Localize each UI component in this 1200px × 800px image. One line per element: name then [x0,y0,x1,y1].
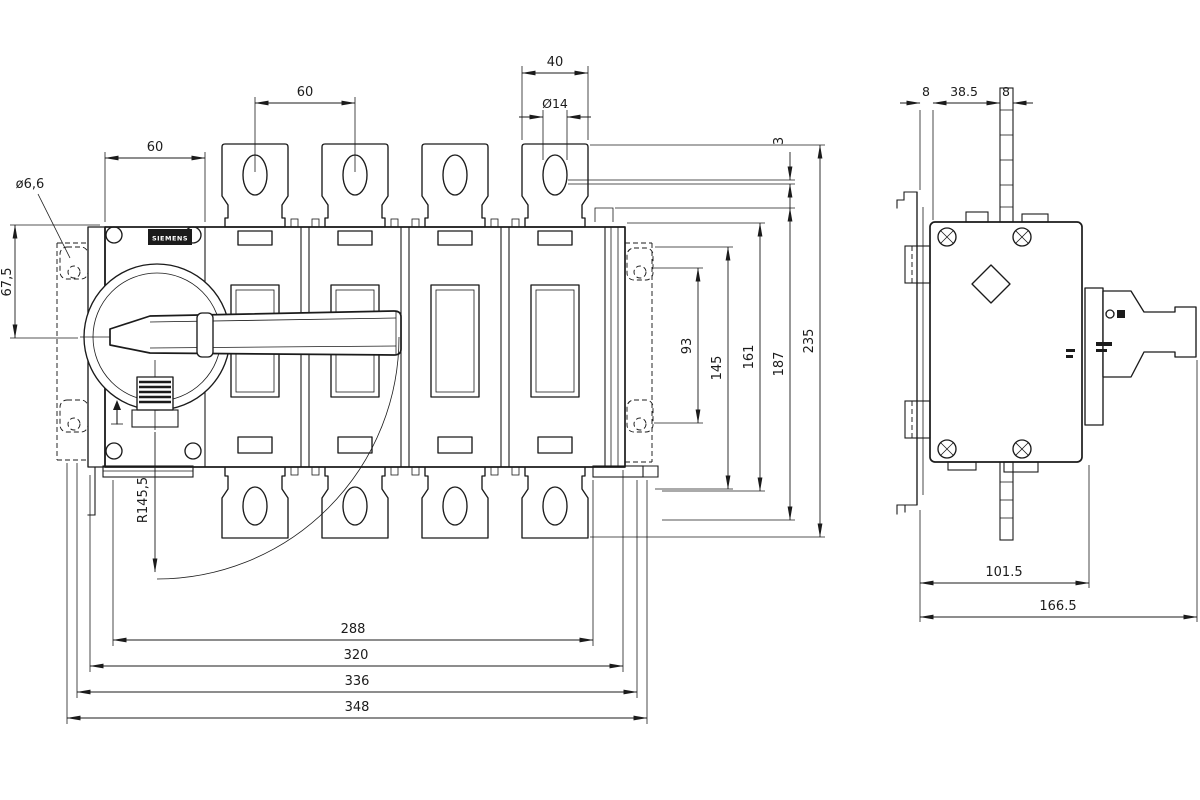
screw-icon [937,439,957,459]
dim-336: 336 [345,674,370,689]
dim-slot-dia: ø6,6 [16,177,45,192]
dim-38-5: 38.5 [950,84,978,99]
dim-8-left: 8 [922,84,930,99]
handle-base-plate [1084,287,1104,426]
lug-hole [242,486,268,526]
dim-101-5: 101.5 [985,565,1022,580]
mounting-slot [59,399,89,433]
side-edge-tabs [947,211,1049,473]
right-mounting-bracket [592,242,659,478]
terminal-lug [321,143,389,228]
handle-lever [109,310,402,356]
handle-swing: R145,5 [136,336,400,580]
side-screws [937,227,1032,459]
padlock-icon [1105,309,1115,319]
side-dimensions: 8 38.5 8 101.5 166.5 [900,84,1198,622]
lug-hole [342,486,368,526]
terminal-lug [521,143,589,228]
position-mark [1066,349,1075,352]
position-mark [1096,349,1107,352]
handle-grip [1102,290,1197,378]
dim-pole-pitch: 60 [297,85,314,100]
side-view: 8 38.5 8 101.5 166.5 [896,84,1198,622]
dim-mech-width: 60 [147,140,164,155]
terminal-lugs-bottom [221,467,589,539]
padlock-icon [1117,310,1125,318]
lug-hole [442,154,468,196]
screw-icon [1012,227,1032,247]
side-left-tabs [904,245,931,439]
lever-pivot-cap [196,312,214,358]
dim-145: 145 [710,356,725,381]
dim-hole-dia: Ø14 [542,96,568,111]
dim-235: 235 [802,329,817,354]
dim-320: 320 [344,648,369,663]
operating-mechanism: SIEMENS [80,226,402,460]
latch-stripes [139,380,171,404]
dim-lug-width: 40 [547,55,564,70]
terminal-lug [321,467,389,539]
terminal-lug [221,467,289,539]
shaft-hole [971,264,1011,304]
screw-icon [1012,439,1032,459]
terminal-bar-bottom [999,461,1014,541]
latch-frame [131,409,179,428]
dim-93: 93 [680,338,695,355]
screw-icon [105,442,123,460]
module-boundaries [204,226,619,468]
dim-348: 348 [345,700,370,715]
terminal-lug [421,143,489,228]
screw-icon [105,226,123,244]
mounting-slot [59,246,89,280]
side-handle [1066,287,1197,426]
lug-hole [442,486,468,526]
dim-handle-height: 67,5 [0,268,15,297]
position-mark [1066,355,1073,358]
direction-arrow-icon [111,400,123,425]
mounting-slot [626,399,654,433]
side-body [929,221,1083,463]
siemens-badge-label: SIEMENS [152,235,188,243]
front-dimensions: 60 60 40 Ø14 ø6,6 67,5 [0,55,825,724]
dim-166-5: 166.5 [1039,599,1076,614]
edge-tabs [290,207,614,476]
mounting-slot [626,247,654,281]
dim-tab-thickness: 3 [772,137,787,145]
screw-icon [937,227,957,247]
terminal-bar-top [999,87,1014,223]
dim-288: 288 [341,622,366,637]
dim-8-right: 8 [1002,84,1010,99]
front-view: SIEMENS [0,55,825,724]
dim-handle-radius: R145,5 [136,477,151,523]
position-mark [1096,342,1112,346]
siemens-badge [148,229,192,245]
dim-161: 161 [742,345,757,370]
lug-hole [542,154,568,196]
terminal-lug [421,467,489,539]
terminal-lug [521,467,589,539]
handle-swing-arc [156,336,400,580]
screw-icon [184,442,202,460]
dim-187: 187 [772,352,787,377]
terminal-lug [221,143,289,228]
lug-hole [542,486,568,526]
terminal-lugs-top [221,143,589,228]
side-mounting-plate [896,191,924,515]
